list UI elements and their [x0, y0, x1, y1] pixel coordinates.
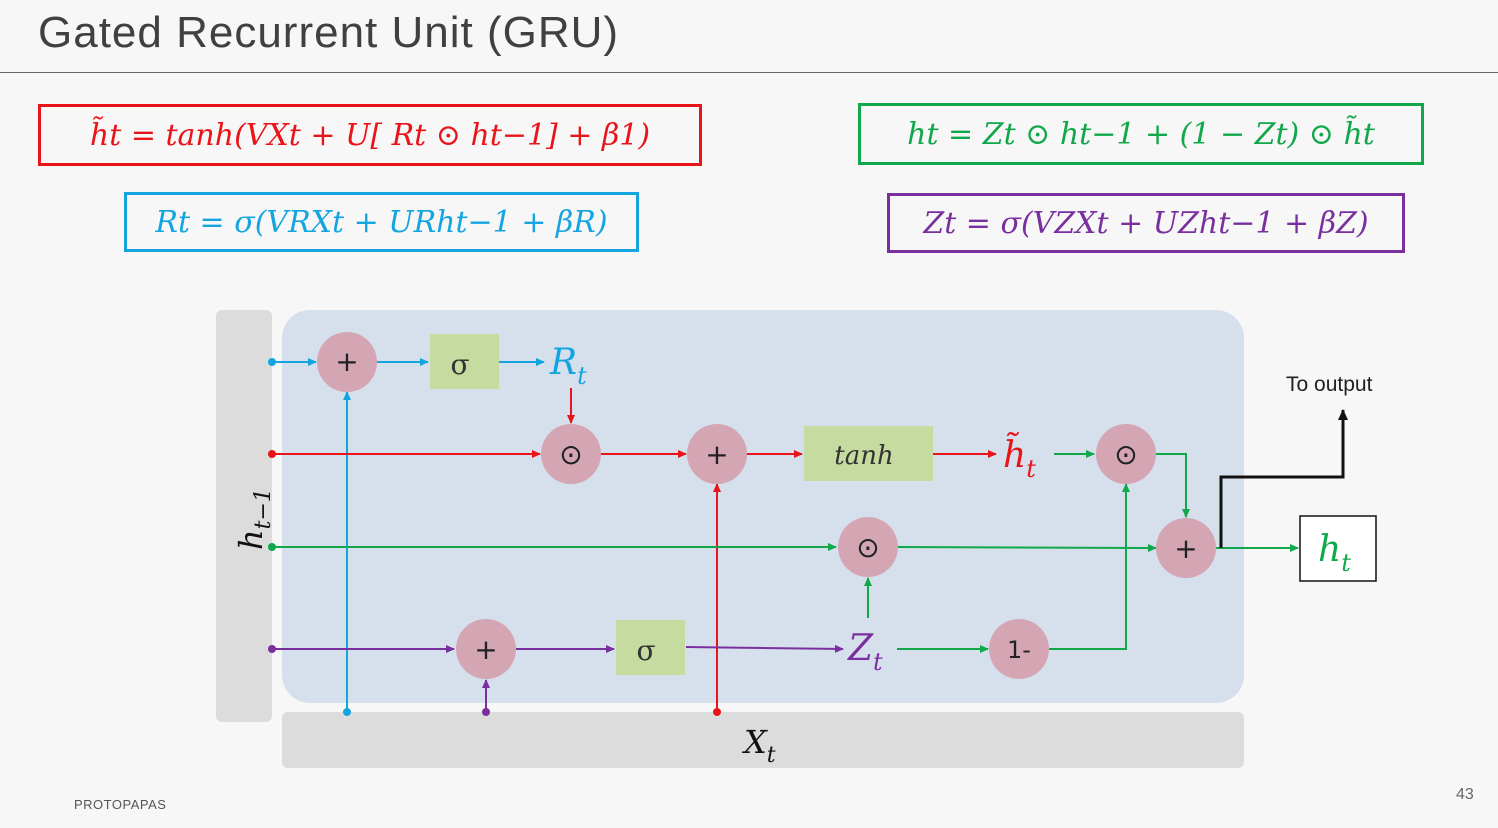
svg-text:σ: σ [636, 634, 655, 667]
x-t-label: Xt [741, 723, 776, 768]
one-minus-node: 1- [989, 619, 1049, 679]
to-output-label: To output [1286, 373, 1373, 396]
x-t-dot-red [713, 708, 721, 716]
reset-sigma-box: σ [430, 334, 499, 389]
to-output-arrow [1219, 409, 1348, 548]
cell-panel [282, 310, 1244, 703]
h-prev-input-bar [216, 310, 272, 722]
reset-hadamard-node: ⊙ [541, 424, 601, 484]
author-footer: PROTOPAPAS [74, 797, 167, 812]
update-sigma-box: σ [616, 620, 685, 675]
h-prev-dot-red [268, 450, 276, 458]
reset-gate-equation-text: Rt = σ(VRXt + URht−1 + βR) [155, 204, 608, 240]
update-gate-equation-text: Zt = σ(VZXt + UZht−1 + βZ) [923, 205, 1369, 241]
svg-text:ht: ht [1318, 529, 1351, 577]
candidate-plus-node: + [687, 424, 747, 484]
update-plus-node: + [456, 619, 516, 679]
page-title: Gated Recurrent Unit (GRU) [38, 8, 620, 57]
svg-text:1-: 1- [1007, 636, 1031, 664]
r-t-label: Rt [549, 342, 587, 390]
candidate-equation: h̃t = tanh(VXt + U[ Rt ⊙ ht−1] + β1) [38, 104, 702, 166]
output-plus-node: + [1156, 518, 1216, 578]
svg-text:+: + [705, 438, 728, 471]
svg-text:+: + [474, 633, 497, 666]
h-t-output-box: ht [1299, 515, 1377, 582]
candidate-equation-text: h̃t = tanh(VXt + U[ Rt ⊙ ht−1] + β1) [89, 117, 651, 153]
x-t-dot-blue [343, 708, 351, 716]
reset-gate-equation: Rt = σ(VRXt + URht−1 + βR) [124, 192, 639, 252]
reset-path [272, 358, 545, 712]
update-path [272, 644, 844, 712]
svg-text:⊙: ⊙ [1114, 438, 1137, 471]
update-gate-equation: Zt = σ(VZXt + UZht−1 + βZ) [887, 193, 1405, 253]
x-t-dot-purple [482, 708, 490, 716]
svg-text:tanh: tanh [834, 441, 893, 471]
candidate-path [272, 388, 997, 712]
prev-hadamard-node: ⊙ [838, 517, 898, 577]
h-prev-dot-blue [268, 358, 276, 366]
h-prev-dot-purple [268, 645, 276, 653]
svg-text:+: + [335, 345, 358, 378]
page-number: 43 [1456, 786, 1474, 803]
reset-plus-node: + [317, 332, 377, 392]
hidden-path [272, 450, 1299, 653]
x-t-input-bar [282, 712, 1244, 768]
h-prev-label: ht−1 [232, 488, 276, 550]
title-divider [0, 72, 1498, 73]
svg-text:⊙: ⊙ [559, 438, 582, 471]
h-tilde-label: h̃t [1003, 433, 1036, 483]
candidate-hadamard-node: ⊙ [1096, 424, 1156, 484]
h-prev-dot-green [268, 543, 276, 551]
z-t-label: Zt [847, 628, 883, 676]
svg-text:σ: σ [450, 348, 469, 381]
hidden-state-equation-text: ht = Zt ⊙ ht−1 + (1 − Zt) ⊙ h̃t [907, 116, 1375, 152]
tanh-box: tanh [804, 426, 933, 481]
hidden-state-equation: ht = Zt ⊙ ht−1 + (1 − Zt) ⊙ h̃t [858, 103, 1424, 165]
svg-text:⊙: ⊙ [856, 531, 879, 564]
svg-text:+: + [1174, 532, 1197, 565]
